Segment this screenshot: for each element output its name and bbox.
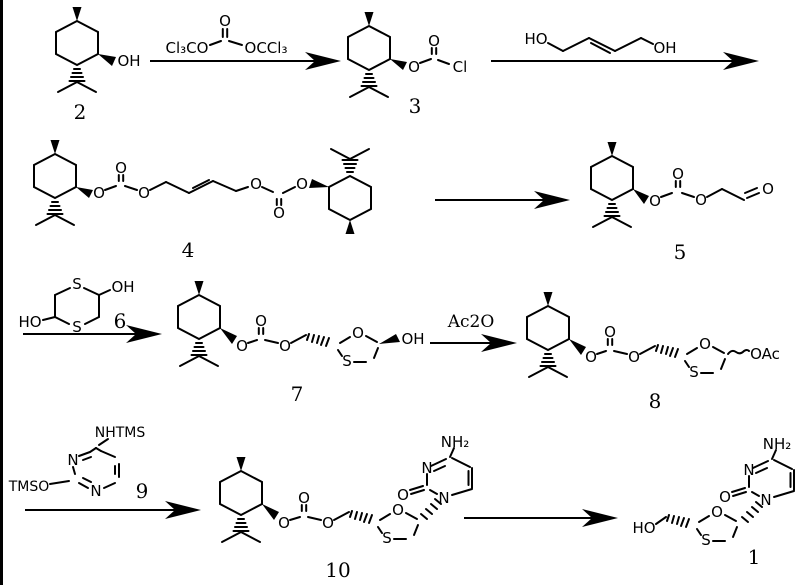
- atom-label-nhtms: NHTMS: [95, 425, 146, 441]
- compound-2-number: 2: [74, 100, 87, 124]
- atom-label-o: O: [428, 32, 440, 50]
- atom-label-o: O: [219, 12, 231, 30]
- atom-label-s: S: [689, 363, 699, 381]
- atom-label-oh: OH: [401, 330, 424, 348]
- reagent-butenediol: HO OH: [524, 30, 676, 57]
- reaction-arrow-6: [25, 501, 201, 519]
- reaction-arrow-7: [464, 509, 618, 527]
- atom-label-o: O: [695, 191, 707, 209]
- atom-label-tmso: TMSO: [8, 479, 50, 495]
- atom-label-o: O: [762, 180, 774, 198]
- reaction-scheme-canvas: OH 2 Cl₃CO O OCCl₃ O O Cl 3 HO: [8, 6, 795, 582]
- compound-6-number: 6: [114, 309, 127, 333]
- atom-label-o: O: [273, 204, 285, 222]
- atom-label-s: S: [72, 275, 82, 293]
- compound-7-number: 7: [291, 382, 304, 406]
- atom-label-o: O: [719, 488, 731, 506]
- compound-5-number: 5: [674, 240, 687, 264]
- atom-label-n: N: [421, 459, 432, 477]
- reaction-arrow-5: Ac2O: [430, 312, 517, 352]
- atom-label-o: O: [628, 348, 640, 366]
- compound-4-structure: O O O O O O 4: [33, 139, 372, 262]
- atom-label-o: O: [585, 348, 597, 366]
- atom-label-s: S: [701, 531, 711, 549]
- atom-label-o: O: [672, 165, 684, 183]
- atom-label-ho: HO: [524, 30, 547, 48]
- atom-label-s: S: [72, 318, 82, 336]
- atom-label-o: O: [649, 192, 661, 210]
- atom-label-o: O: [711, 503, 723, 521]
- reaction-arrow-4: [23, 325, 162, 343]
- atom-label-o: O: [699, 335, 711, 353]
- atom-label-oh: OH: [653, 39, 676, 57]
- atom-label-o: O: [93, 184, 105, 202]
- atom-label-oac: OAc: [750, 345, 780, 363]
- compound-1-number: 1: [748, 545, 761, 569]
- atom-label-o: O: [392, 501, 404, 519]
- reagent-dithianediol: S S OH HO 6: [18, 275, 134, 336]
- atom-label-ho: HO: [18, 313, 41, 331]
- atom-label-o: O: [115, 159, 127, 177]
- compound-4-number: 4: [182, 238, 195, 262]
- reagent-ac2o-label: Ac2O: [447, 312, 495, 332]
- atom-label-o: O: [298, 489, 310, 507]
- atom-label-s: S: [382, 529, 392, 547]
- atom-label-o: O: [322, 514, 334, 532]
- atom-label-ho: HO: [632, 519, 655, 537]
- atom-label-nh2: NH₂: [763, 435, 792, 453]
- compound-9-number: 9: [136, 479, 149, 503]
- compound-2-structure: OH 2: [55, 6, 141, 124]
- compound-8-structure: O O O O S OAc 8: [526, 291, 780, 413]
- compound-10-structure: O O O O S N N O NH₂ 10: [219, 433, 473, 582]
- atom-label-o: O: [604, 323, 616, 341]
- atom-label-occl3: OCCl₃: [245, 39, 288, 57]
- reagent-triphosgene: Cl₃CO O OCCl₃: [166, 12, 288, 57]
- reaction-arrow-1: [150, 52, 341, 70]
- atom-label-s: S: [342, 352, 352, 370]
- atom-label-o: O: [352, 324, 364, 342]
- atom-label-n: N: [760, 491, 771, 509]
- atom-label-o: O: [408, 58, 420, 76]
- compound-1-structure: HO O S N N O NH₂ 1: [632, 435, 795, 569]
- atom-label-n: N: [90, 482, 101, 500]
- atom-label-o: O: [236, 337, 248, 355]
- atom-label-o: O: [278, 514, 290, 532]
- reaction-arrow-2: [491, 52, 759, 70]
- atom-label-cl: Cl: [453, 58, 468, 76]
- compound-7-structure: O O O O S OH 7: [177, 280, 425, 406]
- atom-label-o: O: [296, 175, 308, 193]
- atom-label-o: O: [397, 486, 409, 504]
- compound-3-number: 3: [409, 94, 422, 118]
- compound-5-structure: O O O O 5: [590, 141, 774, 264]
- atom-label-o: O: [255, 312, 267, 330]
- compound-10-number: 10: [325, 558, 350, 582]
- atom-label-cl3co: Cl₃CO: [166, 39, 209, 57]
- atom-label-n: N: [743, 461, 754, 479]
- reagent-silyl-cytosine: NHTMS N N TMSO 9: [8, 425, 149, 503]
- atom-label-n: N: [67, 451, 78, 469]
- reaction-arrow-3: [435, 191, 570, 209]
- atom-label-nh2: NH₂: [441, 433, 470, 451]
- atom-label-oh: OH: [117, 52, 140, 70]
- compound-8-number: 8: [649, 389, 662, 413]
- atom-label-o: O: [250, 175, 262, 193]
- compound-3-structure: O O Cl 3: [347, 11, 468, 118]
- atom-label-o: O: [138, 184, 150, 202]
- atom-label-o: O: [279, 337, 291, 355]
- atom-label-n: N: [438, 489, 449, 507]
- atom-label-oh: OH: [111, 278, 134, 296]
